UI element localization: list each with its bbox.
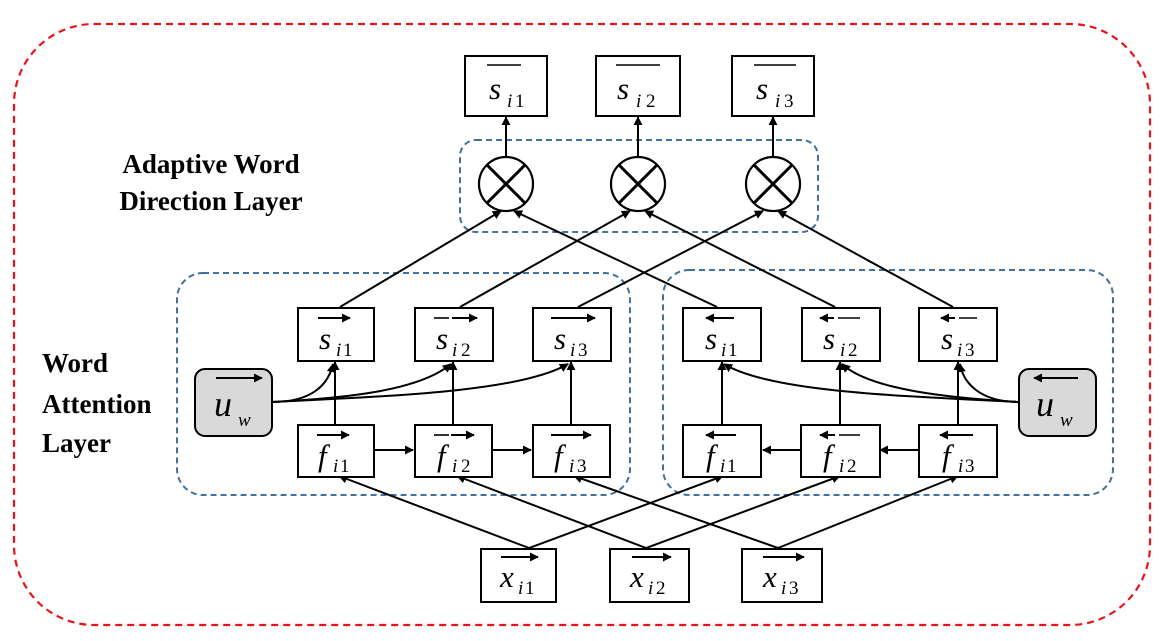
- output-index-2: i: [636, 91, 641, 112]
- backward-s-var-2: s: [823, 321, 835, 356]
- forward-f-index-3: i: [569, 456, 574, 477]
- forward-s-sub-3: 3: [578, 340, 588, 361]
- input-sub-3: 3: [789, 578, 799, 599]
- backward-f-node-1: f i 1: [682, 424, 762, 478]
- forward-f-index-2: i: [452, 456, 457, 477]
- forward-f-sub-1: 1: [340, 456, 350, 477]
- output-var-2: s: [617, 71, 629, 106]
- backward-f-index-1: i: [720, 456, 725, 477]
- output-sub-1: 1: [515, 91, 525, 112]
- forward-s-node-2: s i 2: [414, 307, 494, 362]
- backward-s-node-1: s i 1: [682, 307, 762, 362]
- backward-s-var-3: s: [941, 321, 953, 356]
- s-to-multiplier-edges: [339, 210, 954, 308]
- backward-f-index-2: i: [839, 456, 844, 477]
- forward-s-var-2: s: [436, 321, 448, 356]
- forward-s-index-3: i: [570, 340, 575, 361]
- forward-s-sub-2: 2: [461, 340, 471, 361]
- forward-s-node-1: s i 1: [297, 307, 375, 362]
- forward-f-index-1: i: [333, 456, 338, 477]
- backward-s-sub-1: 1: [728, 340, 738, 361]
- backward-s-index-2: i: [840, 340, 845, 361]
- backward-s-var-1: s: [705, 321, 717, 356]
- outer-border: [12, 22, 1152, 627]
- output-index-1: i: [507, 91, 512, 112]
- output-sub-3: 3: [784, 91, 794, 112]
- multiplier-node-3: [744, 155, 802, 213]
- forward-s-var-1: s: [319, 321, 331, 356]
- input-node-2: x i 2: [609, 548, 690, 603]
- adaptive-label-line1: Adaptive Word: [122, 149, 299, 179]
- input-var-1: x: [499, 559, 514, 594]
- attention-label-line3: Layer: [42, 428, 111, 458]
- multiplier-node-1: [477, 155, 535, 213]
- forward-f-node-1: f i 1: [297, 424, 375, 478]
- input-index-3: i: [781, 578, 786, 599]
- input-var-3: x: [762, 559, 777, 594]
- adaptive-label-line2: Direction Layer: [119, 186, 302, 216]
- forward-f-node-3: f i 3: [532, 424, 611, 478]
- forward-u-sub: w: [238, 410, 251, 431]
- f-to-s-edges: [330, 361, 963, 424]
- input-node-3: x i 3: [741, 548, 823, 603]
- forward-u-node: u w: [194, 368, 273, 437]
- multiplier-to-output-edges: [501, 116, 778, 156]
- forward-s-sub-1: 1: [343, 340, 353, 361]
- forward-attention-group: [176, 272, 631, 496]
- input-edges: [338, 474, 959, 549]
- forward-f-sub-3: 3: [577, 456, 587, 477]
- output-var-3: s: [756, 71, 768, 106]
- input-node-1: x i 1: [480, 548, 557, 603]
- backward-s-index-1: i: [721, 340, 726, 361]
- backward-s-sub-2: 2: [848, 340, 858, 361]
- backward-f-node-3: f i 3: [918, 424, 998, 478]
- backward-attention-group: [662, 269, 1114, 496]
- backward-s-index-3: i: [957, 340, 962, 361]
- input-var-2: x: [629, 559, 644, 594]
- u-forward-edges: [271, 363, 569, 403]
- attention-label-line1: Word: [42, 348, 108, 378]
- forward-f-sub-2: 2: [461, 456, 471, 477]
- forward-s-index-2: i: [452, 340, 457, 361]
- forward-s-node-3: s i 3: [532, 307, 612, 362]
- input-index-2: i: [648, 578, 653, 599]
- backward-s-node-3: s i 3: [918, 307, 998, 362]
- backward-f-sub-3: 3: [965, 456, 975, 477]
- output-node-2: s i 2: [595, 55, 681, 117]
- output-node-1: s i 1: [464, 55, 548, 117]
- forward-s-index-1: i: [336, 340, 341, 361]
- backward-f-sub-2: 2: [847, 456, 857, 477]
- output-var-1: s: [489, 71, 501, 106]
- input-index-1: i: [518, 578, 523, 599]
- backward-f-index-3: i: [958, 456, 963, 477]
- backward-u-var: u: [1036, 384, 1054, 424]
- multiplier-node-2: [609, 155, 667, 213]
- output-index-3: i: [775, 91, 780, 112]
- input-sub-1: 1: [525, 578, 535, 599]
- backward-u-sub: w: [1060, 410, 1073, 431]
- input-sub-2: 2: [656, 578, 666, 599]
- output-sub-2: 2: [646, 91, 656, 112]
- forward-s-var-3: s: [554, 321, 566, 356]
- forward-f-node-2: f i 2: [414, 424, 493, 478]
- backward-f-node-2: f i 2: [800, 424, 881, 478]
- u-backward-edges: [723, 363, 1020, 403]
- backward-s-node-2: s i 2: [801, 307, 881, 362]
- attention-layer-label: Word Attention Layer: [42, 348, 152, 458]
- backward-f-sub-1: 1: [727, 456, 737, 477]
- backward-u-node: u w: [1018, 368, 1097, 437]
- forward-u-var: u: [214, 384, 232, 424]
- adaptive-layer-label: Adaptive Word Direction Layer: [119, 149, 302, 216]
- backward-s-sub-3: 3: [965, 340, 975, 361]
- attention-label-line2: Attention: [42, 389, 152, 419]
- output-node-3: s i 3: [731, 55, 815, 117]
